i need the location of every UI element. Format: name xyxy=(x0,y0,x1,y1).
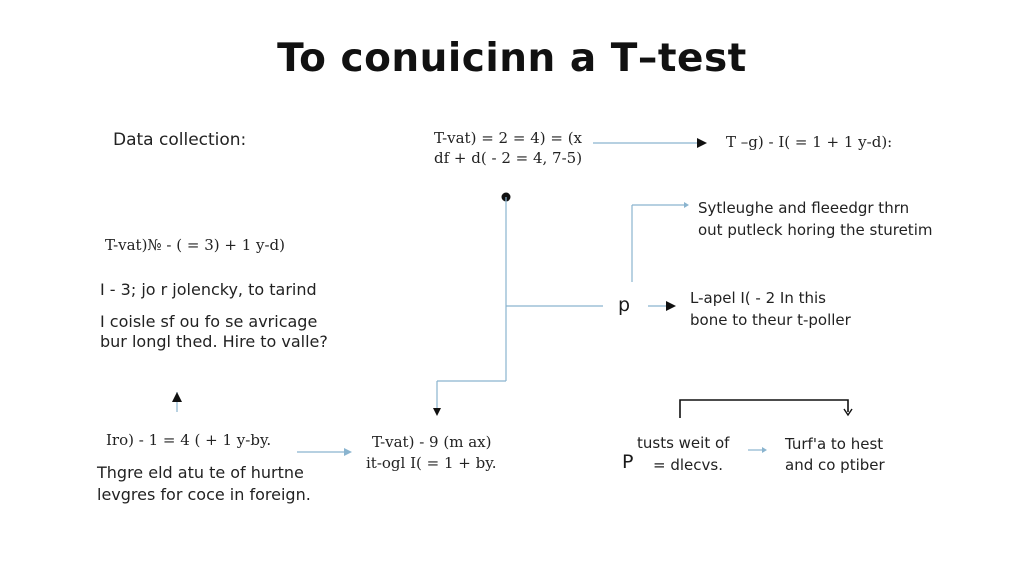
left-line: I - 3; jo r jolencky, to tarind xyxy=(100,280,317,299)
center-formula-line-2: df + d( - 2 = 4, 7-5) xyxy=(434,149,583,167)
arrow-down-icon xyxy=(843,408,853,417)
center-result-line-2: it-ogl I( = 1 + by. xyxy=(366,454,497,472)
center-formula-line-1: T-vat) = 2 = 4) = (x xyxy=(434,129,583,147)
arrow-down-icon xyxy=(433,408,441,416)
bottom-left-note-line-1: Thgre eld atu te of hurtne xyxy=(97,463,304,482)
right-description-line-1: Sytleughe and fleeedgr thrn xyxy=(698,199,910,217)
box-text-line-1: tusts weit of xyxy=(637,434,730,452)
bottom-left-formula: Iro) - 1 = 4 ( + 1 y-by. xyxy=(106,431,272,449)
small-arrow-icon xyxy=(762,447,767,453)
page-title: To conuicinn a T–test xyxy=(277,36,747,81)
final-text-line-2: and co ptiber xyxy=(785,456,885,474)
small-arrow-icon xyxy=(684,202,689,208)
data-collection-heading: Data collection: xyxy=(113,130,247,150)
box-text-line-2: = dlecvs. xyxy=(653,456,723,474)
p-label-line-2: bone to theur t-poller xyxy=(690,311,851,329)
left-paragraph-line-1: I coisle sf ou fo se avricage xyxy=(100,312,318,331)
arrow-up-icon xyxy=(172,392,182,402)
arrow-right-icon xyxy=(344,448,352,456)
bottom-left-note-line-2: levgres for coce in foreign. xyxy=(97,485,311,504)
left-formula: T-vat)№ - ( = 3) + 1 y-d) xyxy=(105,236,285,254)
left-paragraph-line-2: bur longl thed. Hire to valle? xyxy=(100,332,328,351)
final-text-line-1: Turf'a to hest xyxy=(785,435,884,453)
right-top-formula: T –g) - I( = 1 + 1 y-d): xyxy=(726,133,893,151)
p-value-label: p xyxy=(618,294,631,316)
right-description-line-2: out putleck horing the sturetim xyxy=(698,221,933,239)
center-result-line-1: T-vat) - 9 (m ax) xyxy=(372,433,492,451)
p-label-line-1: L-apel I( - 2 In this xyxy=(690,289,826,307)
box-p-label: P xyxy=(622,451,634,473)
arrow-right-icon xyxy=(666,301,676,311)
arrow-head-icon xyxy=(697,138,707,148)
connector-top-bracket xyxy=(679,399,849,418)
